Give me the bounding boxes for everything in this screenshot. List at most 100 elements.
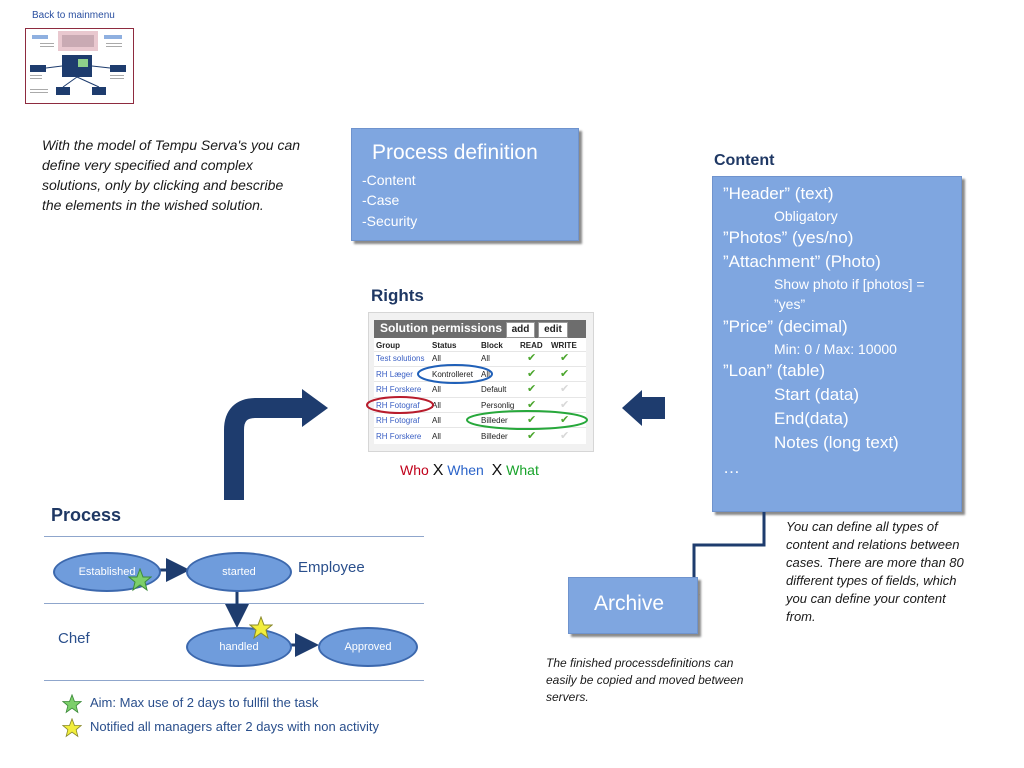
read-check-icon: ✔ bbox=[527, 399, 537, 411]
process-definition-item-security: -Security bbox=[362, 213, 418, 229]
row-status: All bbox=[432, 401, 441, 410]
table-row-divider bbox=[374, 412, 586, 413]
row-block: All bbox=[481, 370, 490, 379]
process-definition-item-content: -Content bbox=[362, 172, 416, 188]
green-star-icon bbox=[128, 568, 152, 592]
row-block: Personlig bbox=[481, 401, 515, 410]
yellow-star-icon bbox=[62, 718, 82, 738]
content-line: Notes (long text) bbox=[774, 433, 899, 452]
content-line: Start (data) bbox=[774, 385, 860, 404]
write-check-icon: ✔ bbox=[560, 352, 570, 364]
legend-notified: Notified all managers after 2 days with … bbox=[90, 719, 380, 734]
legend-aim: Aim: Max use of 2 days to fullfil the ta… bbox=[90, 695, 319, 710]
read-check-icon: ✔ bbox=[527, 368, 537, 380]
times-symbol: X bbox=[491, 462, 503, 479]
main-menu-thumbnail[interactable] bbox=[25, 28, 134, 104]
annotation-ellipse-blue bbox=[417, 364, 493, 384]
arrow-content-to-rights bbox=[622, 390, 665, 426]
archive-label: Archive bbox=[594, 592, 665, 615]
write-check-icon: ✔ bbox=[560, 414, 570, 426]
write-check-icon-disabled: ✔ bbox=[560, 383, 570, 395]
green-star-icon bbox=[62, 694, 82, 714]
row-group-link[interactable]: RH Læger bbox=[376, 370, 413, 379]
archive-note: The finished processdefinitions can easi… bbox=[546, 656, 744, 704]
thumbnail-diagram-image bbox=[30, 31, 126, 95]
node-approved: Approved bbox=[318, 627, 418, 667]
row-group-link[interactable]: RH Forskere bbox=[376, 432, 422, 441]
edit-permission-button[interactable]: edit bbox=[538, 322, 568, 338]
what-label: What bbox=[506, 462, 539, 478]
swimlane-divider bbox=[44, 603, 424, 604]
connector-content-to-archive bbox=[692, 512, 766, 596]
node-label: Approved bbox=[344, 641, 392, 653]
read-check-icon: ✔ bbox=[527, 430, 537, 442]
row-status: All bbox=[432, 385, 441, 394]
content-line: Obligatory bbox=[774, 208, 838, 224]
node-label: Established bbox=[78, 566, 136, 578]
column-header-read: READ bbox=[520, 341, 543, 350]
content-line: ”Photos” (yes/no) bbox=[723, 228, 854, 247]
node-started: started bbox=[186, 552, 292, 592]
read-check-icon: ✔ bbox=[527, 352, 537, 364]
content-note: You can define all types of content and … bbox=[786, 519, 964, 624]
content-line: ”Attachment” (Photo) bbox=[723, 252, 881, 271]
node-label: handled bbox=[219, 641, 259, 653]
write-check-icon: ✔ bbox=[560, 368, 570, 380]
add-permission-button[interactable]: add bbox=[506, 322, 535, 338]
write-check-icon-disabled: ✔ bbox=[560, 399, 570, 411]
who-label: Who bbox=[400, 462, 429, 478]
content-line: ”yes” bbox=[774, 296, 806, 312]
table-row-divider bbox=[374, 351, 586, 352]
read-check-icon: ✔ bbox=[527, 383, 537, 395]
column-header-group: Group bbox=[376, 341, 400, 350]
archive-box: Archive bbox=[568, 577, 698, 634]
column-header-write: WRITE bbox=[551, 341, 577, 350]
process-definition-box: Process definition -Content -Case -Secur… bbox=[351, 128, 579, 241]
back-to-mainmenu-link[interactable]: Back to mainmenu bbox=[32, 10, 115, 21]
row-block: Billeder bbox=[481, 432, 508, 441]
row-status: Kontrolleret bbox=[432, 370, 473, 379]
permissions-panel-title: Solution permissions bbox=[380, 321, 503, 335]
who-when-what-caption: Who X When X What bbox=[400, 462, 539, 480]
row-group-link[interactable]: Test solutions bbox=[376, 354, 425, 363]
row-status: All bbox=[432, 432, 441, 441]
content-line: ”Header” (text) bbox=[723, 184, 834, 203]
when-label: When bbox=[447, 462, 484, 478]
table-row-divider bbox=[374, 427, 586, 428]
process-title: Process bbox=[51, 505, 122, 525]
process-definition-title: Process definition bbox=[372, 141, 538, 164]
content-line: End(data) bbox=[774, 409, 849, 428]
content-line: ”Loan” (table) bbox=[723, 361, 826, 380]
node-label: started bbox=[222, 566, 256, 578]
lane-label-employee: Employee bbox=[298, 559, 365, 576]
yellow-star-icon bbox=[249, 616, 273, 640]
row-block: All bbox=[481, 354, 490, 363]
read-check-icon: ✔ bbox=[527, 414, 537, 426]
row-status: All bbox=[432, 416, 441, 425]
write-check-icon-disabled: ✔ bbox=[560, 430, 570, 442]
row-group-link[interactable]: RH Fotograf bbox=[376, 401, 420, 410]
content-title: Content bbox=[714, 152, 775, 169]
row-group-link[interactable]: RH Forskere bbox=[376, 385, 422, 394]
column-header-block: Block bbox=[481, 341, 503, 350]
lane-label-chef: Chef bbox=[58, 630, 90, 647]
intro-text: With the model of Tempu Serva's you can … bbox=[42, 137, 301, 213]
content-line: Min: 0 / Max: 10000 bbox=[774, 341, 897, 357]
column-header-status: Status bbox=[432, 341, 457, 350]
row-group-link[interactable]: RH Fotograf bbox=[376, 416, 420, 425]
curved-arrow-process-to-rights bbox=[224, 389, 328, 500]
swimlane-divider bbox=[44, 680, 424, 681]
content-box: ”Header” (text) Obligatory ”Photos” (yes… bbox=[712, 176, 962, 512]
annotation-ellipse-green bbox=[466, 410, 588, 430]
content-line: Show photo if [photos] = bbox=[774, 276, 925, 292]
table-row-divider bbox=[374, 397, 586, 398]
row-block: Billeder bbox=[481, 416, 508, 425]
process-definition-item-case: -Case bbox=[362, 192, 400, 208]
row-status: All bbox=[432, 354, 441, 363]
content-line: ”Price” (decimal) bbox=[723, 317, 848, 336]
node-handled: handled bbox=[186, 627, 292, 667]
times-symbol: X bbox=[432, 462, 444, 479]
row-block: Default bbox=[481, 385, 507, 394]
rights-title: Rights bbox=[371, 286, 424, 305]
